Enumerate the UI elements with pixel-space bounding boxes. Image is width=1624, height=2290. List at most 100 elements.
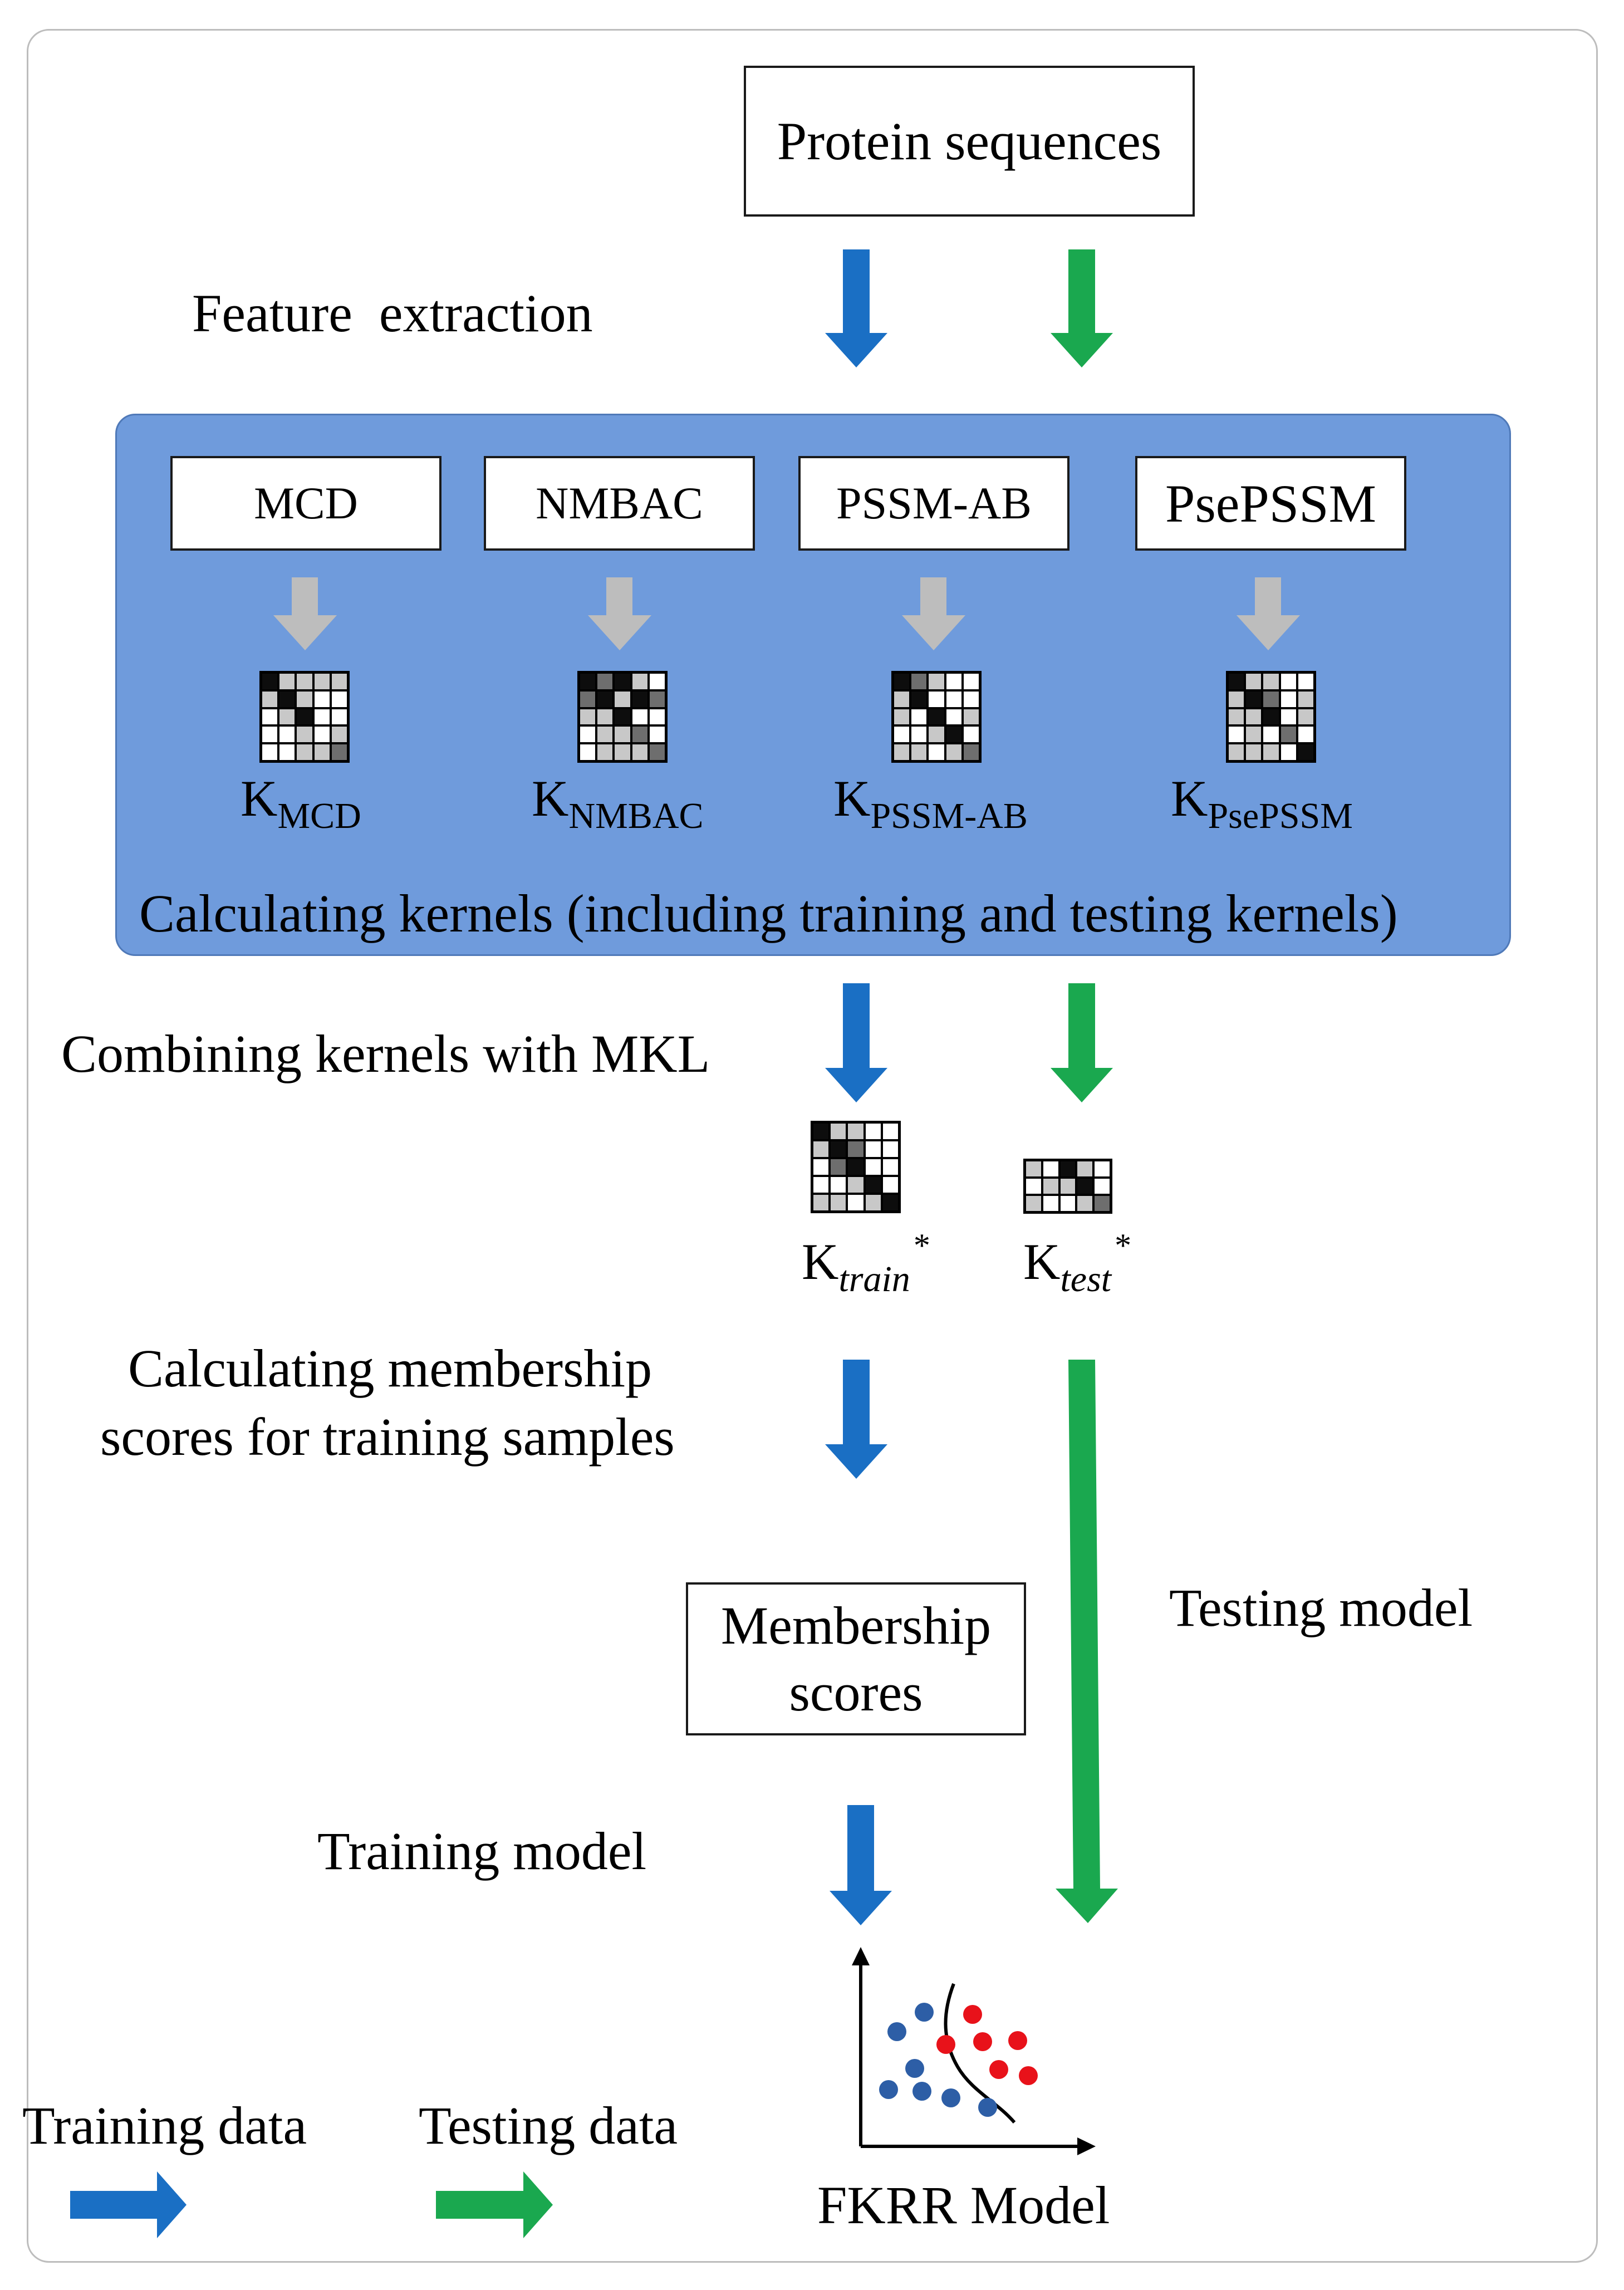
feature-box-nmbac: NMBAC <box>484 456 755 551</box>
fkrr-plot-blue-points <box>879 2003 997 2117</box>
matrix-cell <box>1025 1178 1042 1195</box>
blue-point <box>887 2022 906 2041</box>
matrix-cell <box>313 673 331 690</box>
membership-scores-line1: Membership <box>720 1595 992 1655</box>
matrix-cell <box>962 673 980 690</box>
matrix-cell <box>847 1194 865 1212</box>
matrix-cell <box>261 725 279 744</box>
protein-sequences-box: Protein sequences <box>744 66 1195 217</box>
red-point <box>1008 2031 1027 2050</box>
membership-step-label-line1: Calculating membership <box>128 1338 652 1398</box>
matrix-cell <box>596 690 614 708</box>
training-arrow-feature-extraction <box>825 249 887 367</box>
matrix-cell <box>1279 725 1297 744</box>
kernel-label-test-base: K <box>1023 1233 1061 1290</box>
feature-label-mcd: MCD <box>254 478 358 528</box>
fkrr-plot <box>852 1947 1096 2155</box>
matrix-cell <box>296 690 313 708</box>
matrix-cell <box>945 673 963 690</box>
matrix-cell <box>928 725 945 744</box>
kernel-matrix-pssm-ab <box>891 671 982 763</box>
matrix-cell <box>614 743 631 761</box>
matrix-cell <box>1042 1160 1059 1178</box>
matrix-cell <box>596 673 614 690</box>
matrix-cell <box>296 708 313 726</box>
kernel-label-nmbac: KNMBAC <box>532 773 704 835</box>
matrix-cell <box>812 1194 830 1212</box>
matrix-cell <box>313 743 331 761</box>
feature-extraction-label: Feature extraction <box>192 283 593 343</box>
blue-point <box>915 2003 934 2022</box>
red-point <box>936 2035 955 2054</box>
blue-point <box>941 2088 960 2107</box>
feature-box-psepssm: PsePSSM <box>1135 456 1406 551</box>
matrix-cell <box>596 708 614 726</box>
matrix-cell <box>1042 1178 1059 1195</box>
fkrr-model-label: FKRR Model <box>817 2175 1110 2235</box>
matrix-cell <box>330 725 348 744</box>
blue-point <box>905 2059 924 2078</box>
matrix-cell <box>278 673 296 690</box>
matrix-cell <box>1279 743 1297 761</box>
matrix-cell <box>278 690 296 708</box>
matrix-cell <box>614 690 631 708</box>
blue-point <box>978 2098 997 2117</box>
matrix-cell <box>579 673 597 690</box>
blue-point <box>879 2080 898 2099</box>
matrix-cell <box>261 743 279 761</box>
matrix-cell <box>631 725 649 744</box>
matrix-cell <box>945 690 963 708</box>
matrix-cell <box>812 1140 830 1158</box>
matrix-cell <box>1297 743 1314 761</box>
matrix-cell <box>631 708 649 726</box>
kernel-label-mcd: KMCD <box>241 773 361 835</box>
matrix-cell <box>830 1122 847 1140</box>
matrix-cell <box>830 1140 847 1158</box>
matrix-cell <box>812 1122 830 1140</box>
matrix-cell <box>881 1140 899 1158</box>
matrix-cell <box>1262 743 1280 761</box>
kernel-label-psepssm-sub: PsePSSM <box>1208 796 1353 836</box>
matrix-cell <box>1025 1160 1042 1178</box>
legend-testing-label: Testing data <box>419 2096 678 2155</box>
kernel-label-psepssm-base: K <box>1171 770 1208 827</box>
matrix-cell <box>962 743 980 761</box>
feature-box-pssm-ab: PSSM-AB <box>798 456 1069 551</box>
matrix-cell <box>1245 725 1263 744</box>
matrix-cell <box>1245 690 1263 708</box>
matrix-cell <box>648 690 666 708</box>
matrix-cell <box>910 725 928 744</box>
matrix-cell <box>1059 1195 1077 1212</box>
matrix-cell <box>910 743 928 761</box>
matrix-cell <box>313 708 331 726</box>
kernel-label-pssm-ab: KPSSM-AB <box>833 773 1028 835</box>
matrix-cell <box>847 1158 865 1176</box>
matrix-cell <box>261 673 279 690</box>
matrix-cell <box>330 673 348 690</box>
matrix-cell <box>296 725 313 744</box>
legend-training-arrow <box>70 2171 187 2238</box>
matrix-cell <box>1076 1195 1094 1212</box>
kernel-label-train: Ktrain* <box>802 1229 930 1298</box>
matrix-cell <box>1228 743 1245 761</box>
matrix-cell <box>330 708 348 726</box>
gray-arrow-psepssm <box>1237 577 1300 650</box>
matrix-cell <box>648 673 666 690</box>
matrix-cell <box>278 725 296 744</box>
matrix-cell <box>1093 1195 1111 1212</box>
membership-step-label-line2: scores for training samples <box>100 1407 675 1467</box>
fkrr-plot-x-axis-arrowhead <box>1077 2137 1096 2155</box>
matrix-cell <box>614 725 631 744</box>
matrix-cell <box>910 673 928 690</box>
blue-point <box>912 2082 931 2101</box>
legend-training-label: Training data <box>22 2096 307 2155</box>
feature-label-pssm-ab: PSSM-AB <box>836 478 1032 528</box>
matrix-cell <box>962 690 980 708</box>
kernel-matrix-mcd <box>259 671 350 763</box>
matrix-cell <box>962 708 980 726</box>
matrix-cell <box>261 690 279 708</box>
matrix-cell <box>830 1158 847 1176</box>
legend-testing-arrow <box>436 2171 553 2238</box>
matrix-cell <box>1228 690 1245 708</box>
